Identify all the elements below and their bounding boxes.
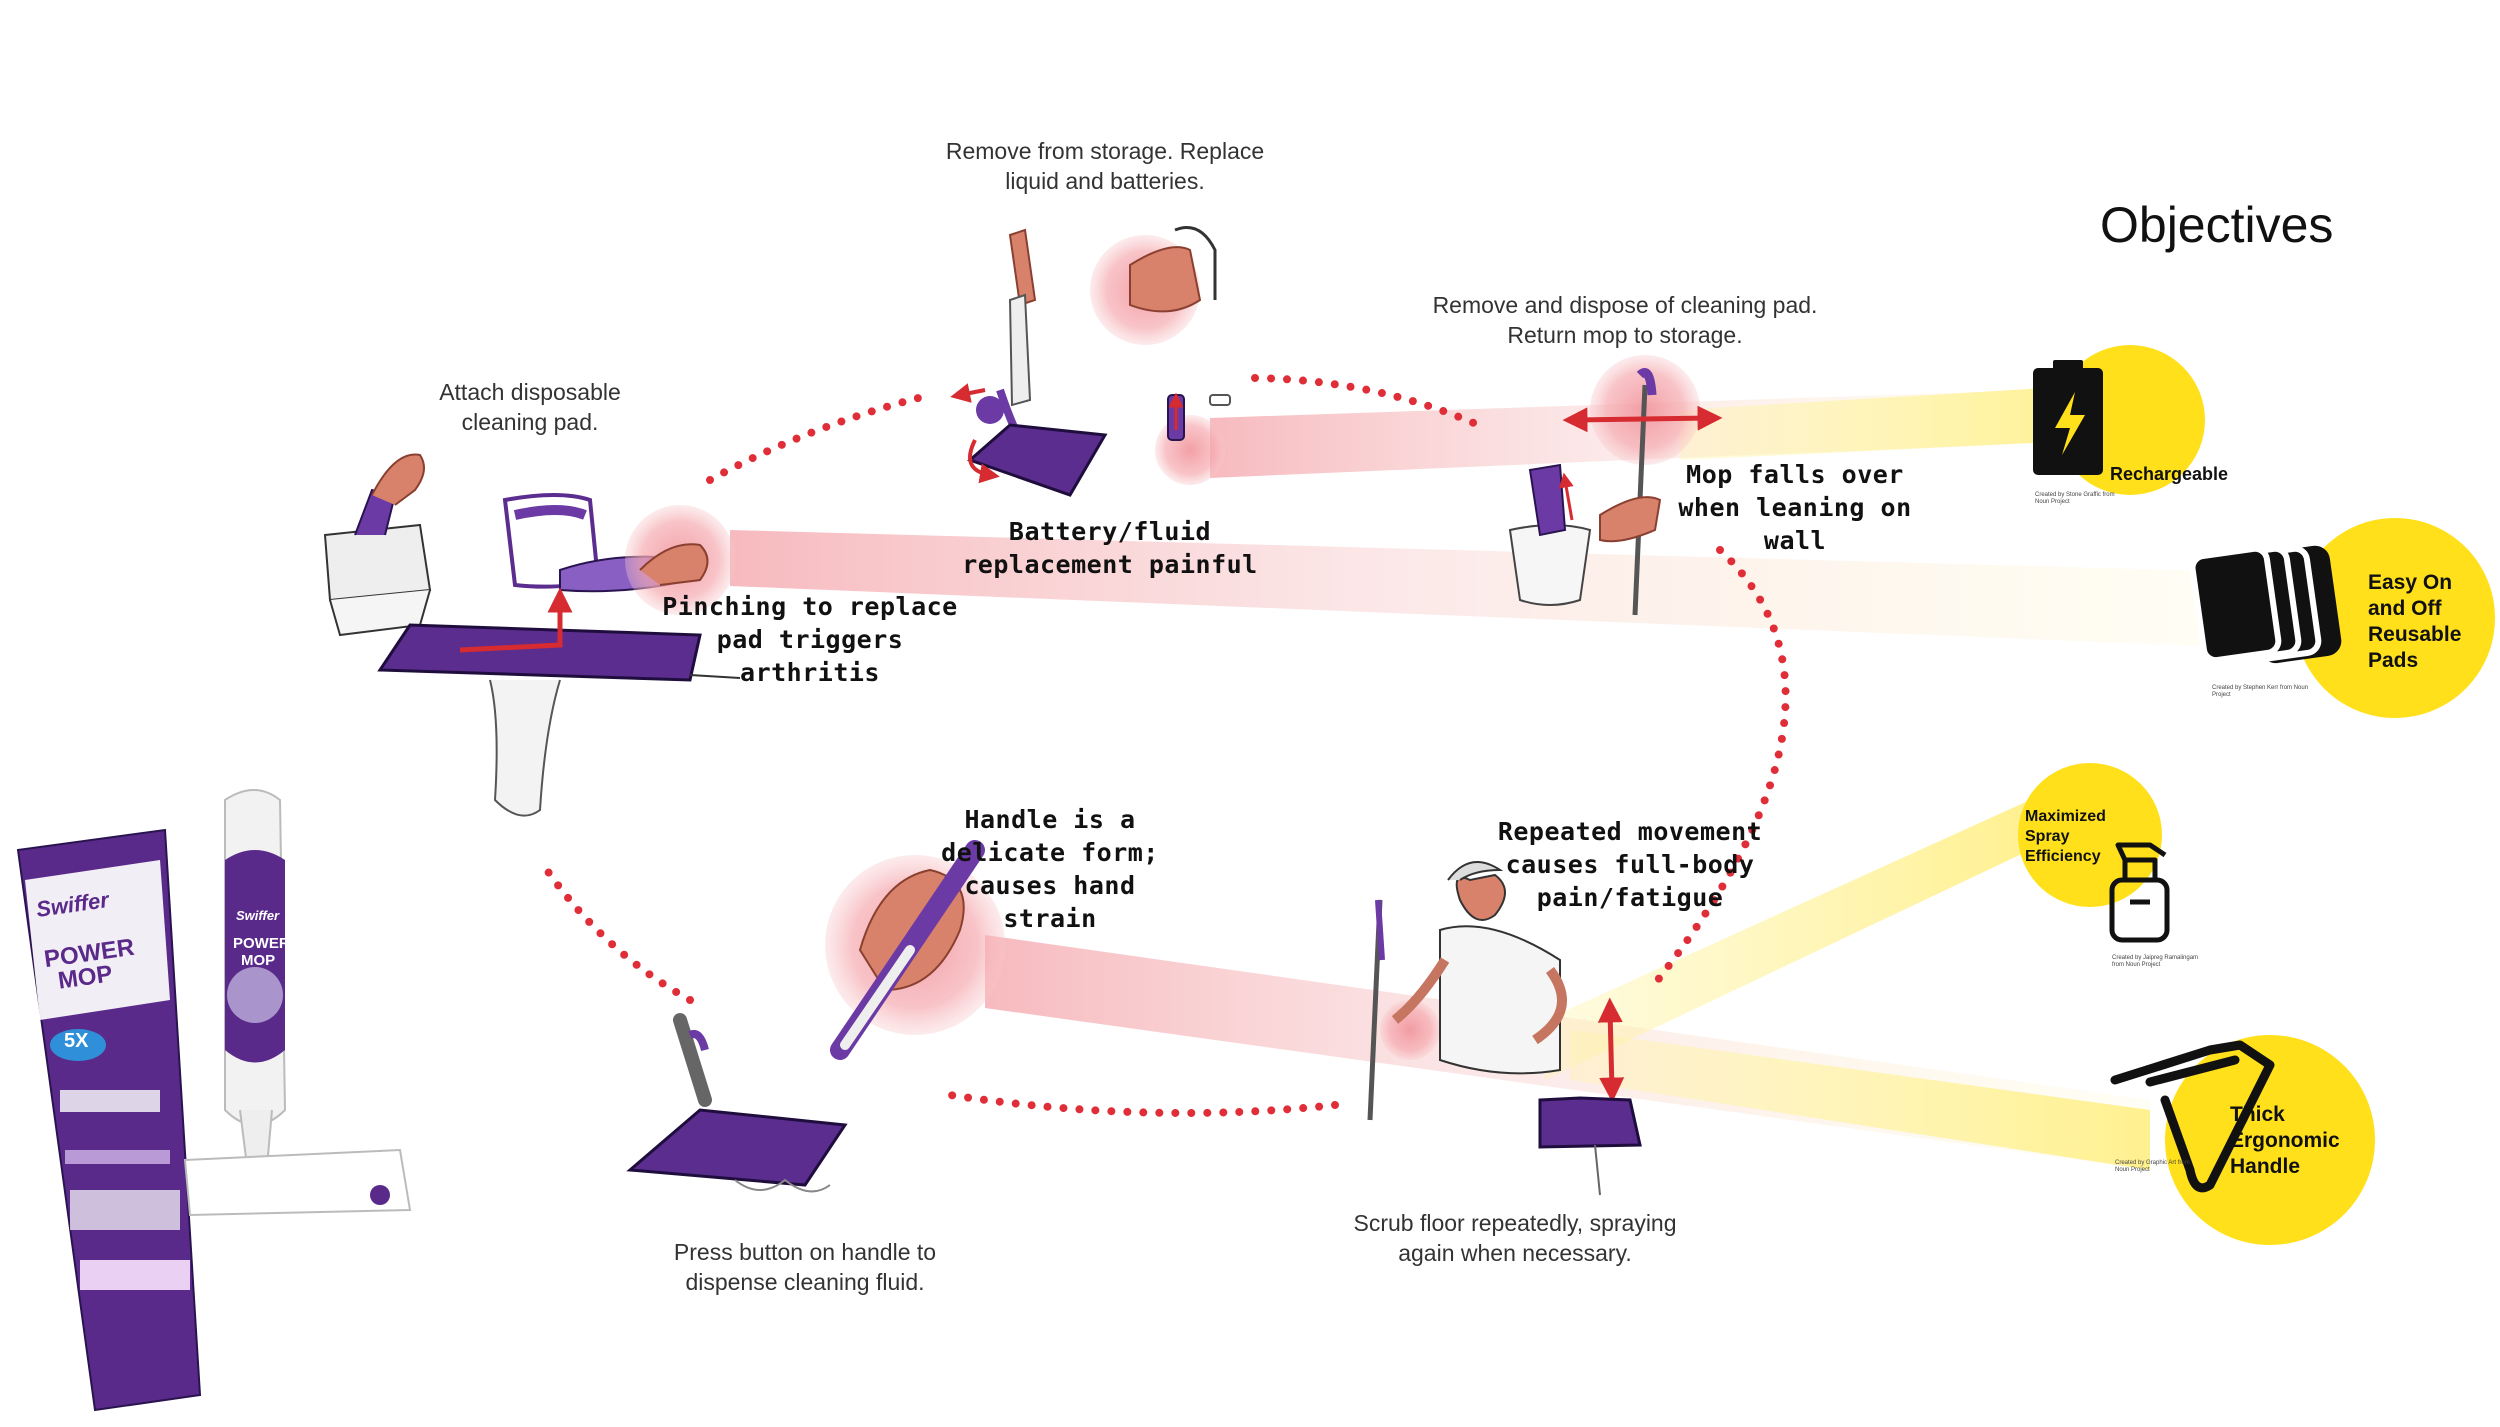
- step-press-label: Press button on handle to dispense clean…: [673, 1239, 937, 1295]
- objective-credit-rechargeable: Created by Stone Graffic from Noun Proje…: [2035, 492, 2115, 505]
- press-sketch: [626, 840, 1005, 1193]
- beams: [730, 385, 2250, 1170]
- step-dispose-label: Remove and dispose of cleaning pad. Retu…: [1432, 292, 1818, 348]
- path-scrub-to-press: [946, 1091, 1339, 1117]
- pain-handle-label: Handle is a delicate form; causes hand s…: [941, 805, 1159, 933]
- objective-credit-pads: Created by Stephen Kerr from Noun Projec…: [2212, 685, 2309, 698]
- objective-circle-pads: [2295, 518, 2495, 718]
- step-scrub-label: Scrub floor repeatedly, spraying again w…: [1353, 1210, 1677, 1266]
- journey-path: [536, 374, 1790, 1117]
- objective-label-rechargeable: Rechargeable: [2110, 464, 2229, 484]
- objective-credit-handle: Created by Graphic Art from Noun Project: [2115, 1160, 2190, 1173]
- ergonomic-handle-icon: [2110, 1040, 2275, 1193]
- objective-label-handle: Thick Ergonomic Handle: [2230, 1103, 2340, 1178]
- beam-dispose-to-rechargeable: [1680, 385, 2095, 460]
- dispose-sketch: [1508, 355, 1723, 616]
- objectives-title: Objectives: [2100, 197, 2334, 253]
- step-storage-label: Remove from storage. Replace liquid and …: [945, 138, 1265, 194]
- pain-repeated-label: Repeated movement causes full-body pain/…: [1497, 817, 1763, 912]
- mop-line1: POWER: [233, 935, 290, 952]
- beam-body-to-handle: [1570, 1030, 2150, 1170]
- product-mop-head: [183, 1148, 412, 1217]
- battery-bolt-icon: [2033, 360, 2103, 475]
- mop-line2: MOP: [241, 952, 276, 969]
- step-attach-label: Attach disposable cleaning pad.: [439, 379, 621, 435]
- path-press-to-attach: [536, 856, 694, 1004]
- objective-credit-spray: Created by Jaipreg Ramalingam from Noun …: [2112, 955, 2199, 968]
- objective-label-pads: Easy On and Off Reusable Pads: [2368, 571, 2462, 672]
- storage-sketch: [950, 226, 1231, 497]
- beam-pinching-to-pads: [730, 530, 2250, 648]
- attach-pad-sketch: [323, 453, 741, 817]
- stacked-pads-icon: [2189, 545, 2342, 664]
- product-photos: [16, 789, 412, 1412]
- path-attach-to-storage: [706, 391, 934, 484]
- beam-body-to-spray: [1545, 800, 2030, 1080]
- path-dispose-to-scrub: [1646, 546, 1790, 994]
- pain-battery-label: Battery/fluid replacement painful: [962, 517, 1258, 579]
- mop-brand: Swiffer: [236, 908, 280, 923]
- path-storage-to-dispose: [1251, 374, 1489, 432]
- objective-circle-handle: [2165, 1035, 2375, 1245]
- scrub-sketch: [1367, 861, 1642, 1196]
- objective-label-spray: Maximized Spray Efficiency: [2025, 808, 2106, 865]
- box-badge: 5X: [64, 1030, 89, 1052]
- pain-pinching-label: Pinching to replace pad triggers arthrit…: [662, 592, 958, 687]
- spray-bottle-icon: [2109, 842, 2170, 943]
- pain-falls-label: Mop falls over when leaning on wall: [1678, 460, 1912, 555]
